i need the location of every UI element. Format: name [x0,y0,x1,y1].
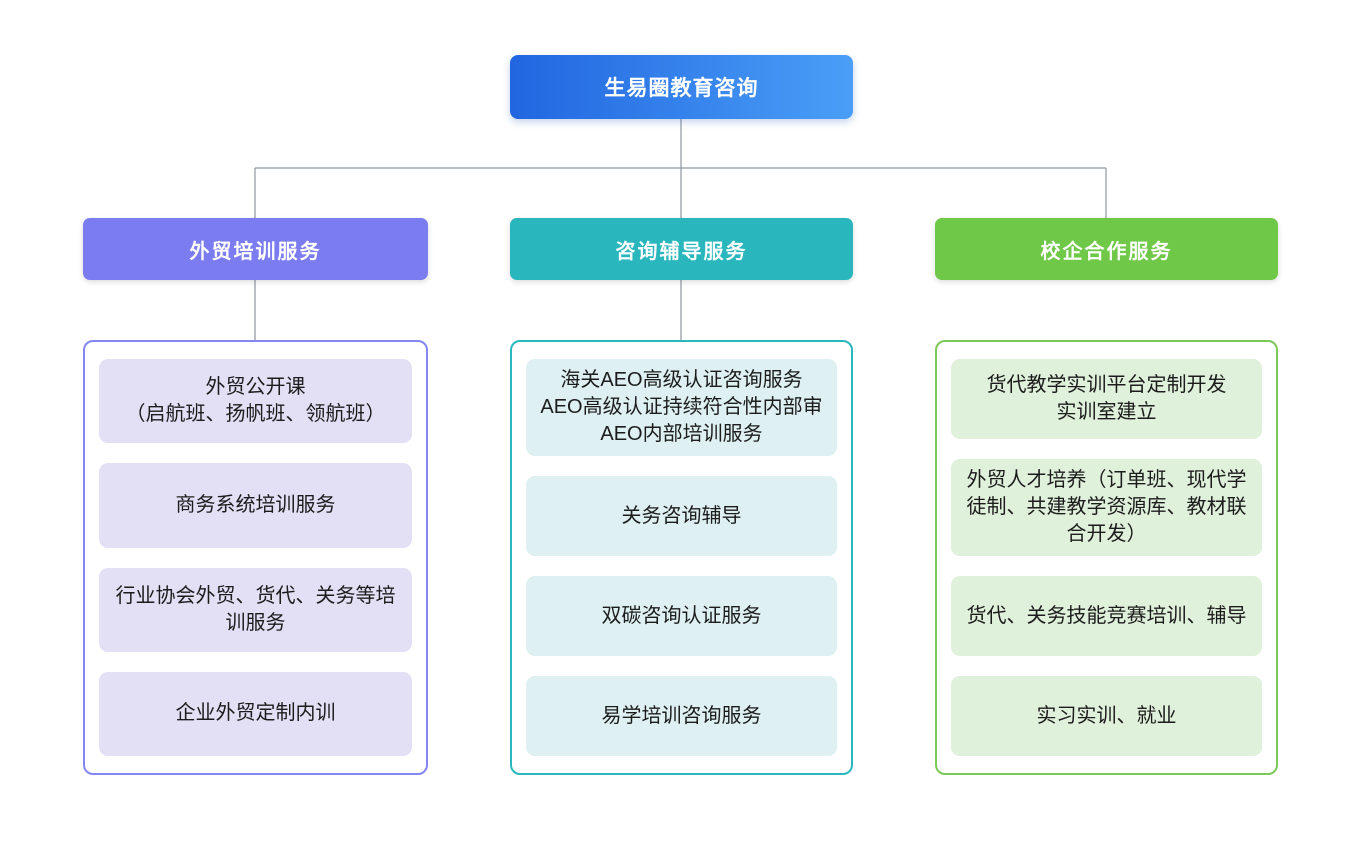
branch-header-school-enterprise-cooperation: 校企合作服务 [935,218,1278,280]
branch-foreign-trade-training: 外贸培训服务 外贸公开课 （启航班、扬帆班、领航班） 商务系统培训服务 行业协会… [83,218,428,775]
service-item: 双碳咨询认证服务 [526,576,837,656]
branch-container-school-enterprise-cooperation: 货代教学实训平台定制开发 实训室建立 外贸人才培养（订单班、现代学徒制、共建教学… [935,340,1278,775]
service-item: 实习实训、就业 [951,676,1262,756]
root-node: 生易圈教育咨询 [510,55,853,119]
service-item: 商务系统培训服务 [99,463,412,548]
service-item: 关务咨询辅导 [526,476,837,556]
service-item: 货代教学实训平台定制开发 实训室建立 [951,359,1262,439]
branch-consulting-coaching: 咨询辅导服务 海关AEO高级认证咨询服务 AEO高级认证持续符合性内部审 AEO… [510,218,853,775]
branch-container-consulting-coaching: 海关AEO高级认证咨询服务 AEO高级认证持续符合性内部审 AEO内部培训服务 … [510,340,853,775]
service-item: 外贸人才培养（订单班、现代学徒制、共建教学资源库、教材联合开发） [951,459,1262,556]
service-item: 企业外贸定制内训 [99,671,412,756]
branch-header-consulting-coaching: 咨询辅导服务 [510,218,853,280]
service-item: 海关AEO高级认证咨询服务 AEO高级认证持续符合性内部审 AEO内部培训服务 [526,359,837,456]
service-item: 货代、关务技能竞赛培训、辅导 [951,576,1262,656]
branch-container-foreign-trade-training: 外贸公开课 （启航班、扬帆班、领航班） 商务系统培训服务 行业协会外贸、货代、关… [83,340,428,775]
service-item: 行业协会外贸、货代、关务等培训服务 [99,567,412,652]
connector-group [254,119,1107,340]
service-item: 外贸公开课 （启航班、扬帆班、领航班） [99,359,412,444]
service-item: 易学培训咨询服务 [526,676,837,756]
branch-header-foreign-trade-training: 外贸培训服务 [83,218,428,280]
branch-school-enterprise-cooperation: 校企合作服务 货代教学实训平台定制开发 实训室建立 外贸人才培养（订单班、现代学… [935,218,1278,775]
